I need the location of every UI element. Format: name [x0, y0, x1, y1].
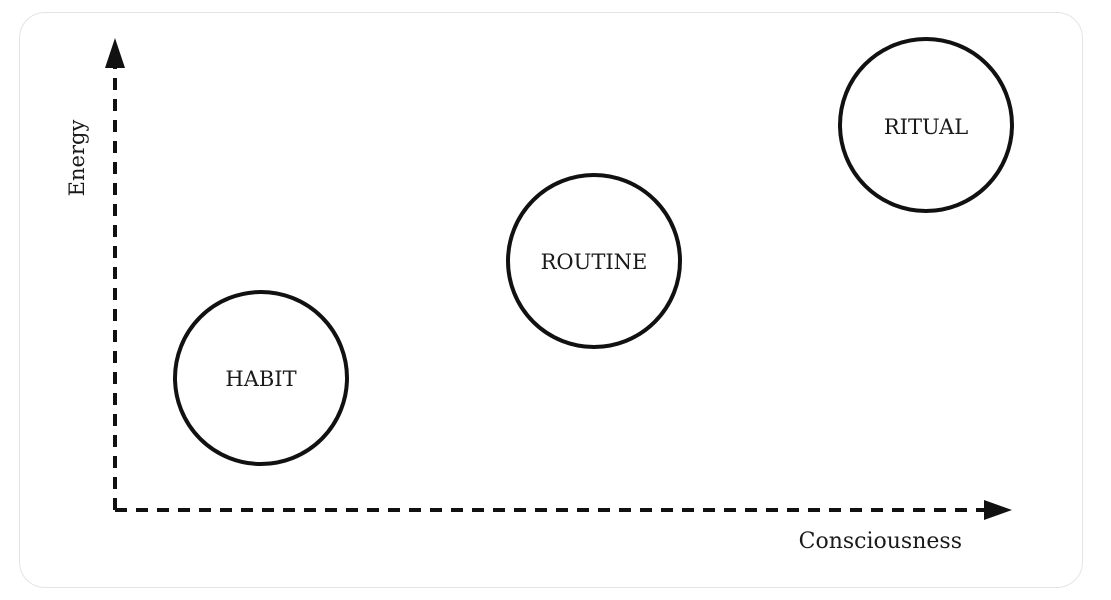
- x-axis-arrowhead: [984, 500, 1012, 520]
- y-axis-arrowhead: [105, 38, 125, 68]
- routine-circle: [506, 173, 682, 349]
- ritual-circle: [838, 37, 1014, 213]
- x-axis-label: Consciousness: [799, 529, 962, 554]
- habit-circle: [173, 290, 349, 466]
- routine-label: ROUTINE: [541, 250, 648, 274]
- habit-label: HABIT: [225, 367, 296, 391]
- diagram-card: [19, 12, 1083, 588]
- y-axis-label: Energy: [65, 120, 89, 197]
- ritual-label: RITUAL: [884, 115, 968, 139]
